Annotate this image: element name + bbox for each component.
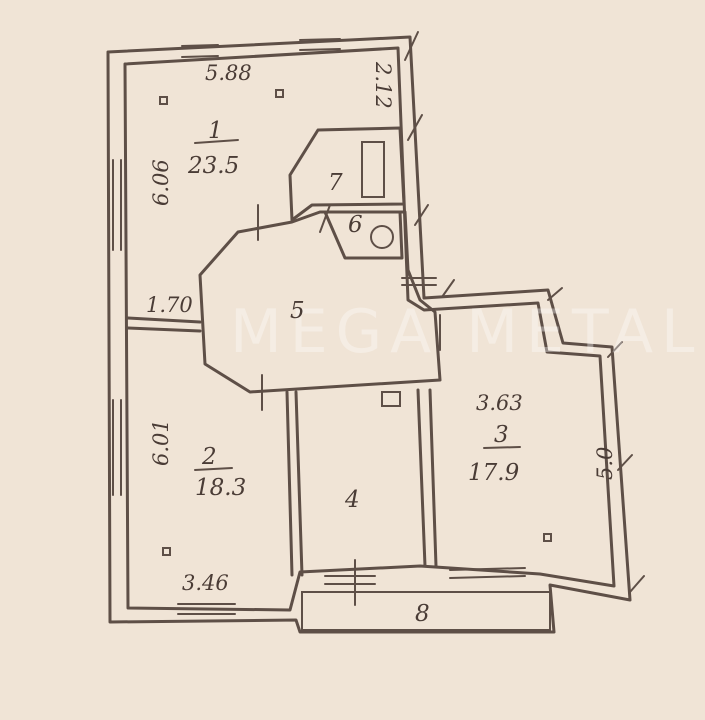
room-1-number: 1	[208, 118, 223, 144]
dim-room3-height: 5.0	[593, 447, 617, 480]
partitions	[126, 126, 551, 631]
tick	[629, 575, 645, 593]
dim-top-right: 2.12	[371, 61, 395, 109]
window-top-1	[181, 44, 219, 47]
room-7-outline	[288, 126, 406, 222]
tick-marks	[257, 31, 645, 606]
hall-room-5-outline	[198, 210, 442, 394]
room-2-area: 18.3	[195, 475, 246, 501]
inner-wall-line	[123, 46, 616, 612]
tick	[607, 341, 623, 358]
dim-corridor: 1.70	[146, 293, 193, 317]
tick	[547, 287, 563, 301]
wall-corridor-bottom	[126, 326, 202, 333]
marker	[543, 533, 552, 542]
marker	[162, 547, 171, 556]
room-2-number: 2	[201, 444, 217, 470]
window-top-1b	[181, 55, 219, 58]
outer-wall-line	[106, 35, 632, 634]
wall-room-4-left	[285, 390, 294, 577]
room-6-number: 6	[348, 212, 363, 238]
room-2-fraction-line	[194, 467, 233, 471]
wall-room-4-right-b	[428, 388, 438, 568]
room-1-area: 23.5	[187, 153, 239, 179]
tick	[319, 204, 331, 233]
tick	[414, 204, 429, 226]
wall-room-4-left-b	[294, 390, 304, 577]
balcony-8-outline	[301, 591, 551, 631]
tick	[441, 279, 455, 298]
window-top-2b	[299, 48, 341, 51]
dim-bottom-left: 3.46	[182, 571, 229, 595]
marker	[275, 89, 284, 98]
room-8-number: 8	[415, 601, 430, 627]
room-6-outline	[323, 210, 404, 260]
room-7-number: 7	[328, 170, 343, 196]
room-4-number: 4	[344, 487, 360, 513]
room-7-fixture	[361, 141, 385, 198]
dim-room3-width: 3.63	[476, 391, 523, 415]
watermark-text: MEGA METAL	[230, 297, 702, 367]
dim-top-width: 5.88	[205, 61, 252, 85]
room-3-fraction-line	[483, 446, 521, 449]
markers	[159, 89, 552, 556]
dim-left-upper: 6.06	[149, 159, 173, 206]
room-3-number: 3	[494, 422, 509, 448]
windows	[112, 38, 526, 615]
room-5-number: 5	[290, 298, 305, 324]
watermark: MEGA METAL	[230, 297, 702, 367]
window-bottom-right	[449, 567, 526, 571]
window-top-2	[299, 38, 341, 41]
wall-room-4-right	[416, 388, 427, 568]
tick	[404, 31, 419, 61]
tick	[617, 454, 633, 471]
room-3-area: 17.9	[468, 460, 519, 486]
dim-left-lower: 6.01	[149, 419, 173, 466]
wall-corridor-top	[126, 316, 202, 324]
room-6-fixture	[370, 225, 394, 249]
room-1-fraction-line	[194, 139, 239, 144]
tick	[407, 114, 423, 141]
marker	[159, 96, 168, 105]
room-4-vent	[381, 391, 401, 407]
outer-walls	[106, 35, 632, 634]
window-bottom-right-b	[449, 575, 526, 579]
